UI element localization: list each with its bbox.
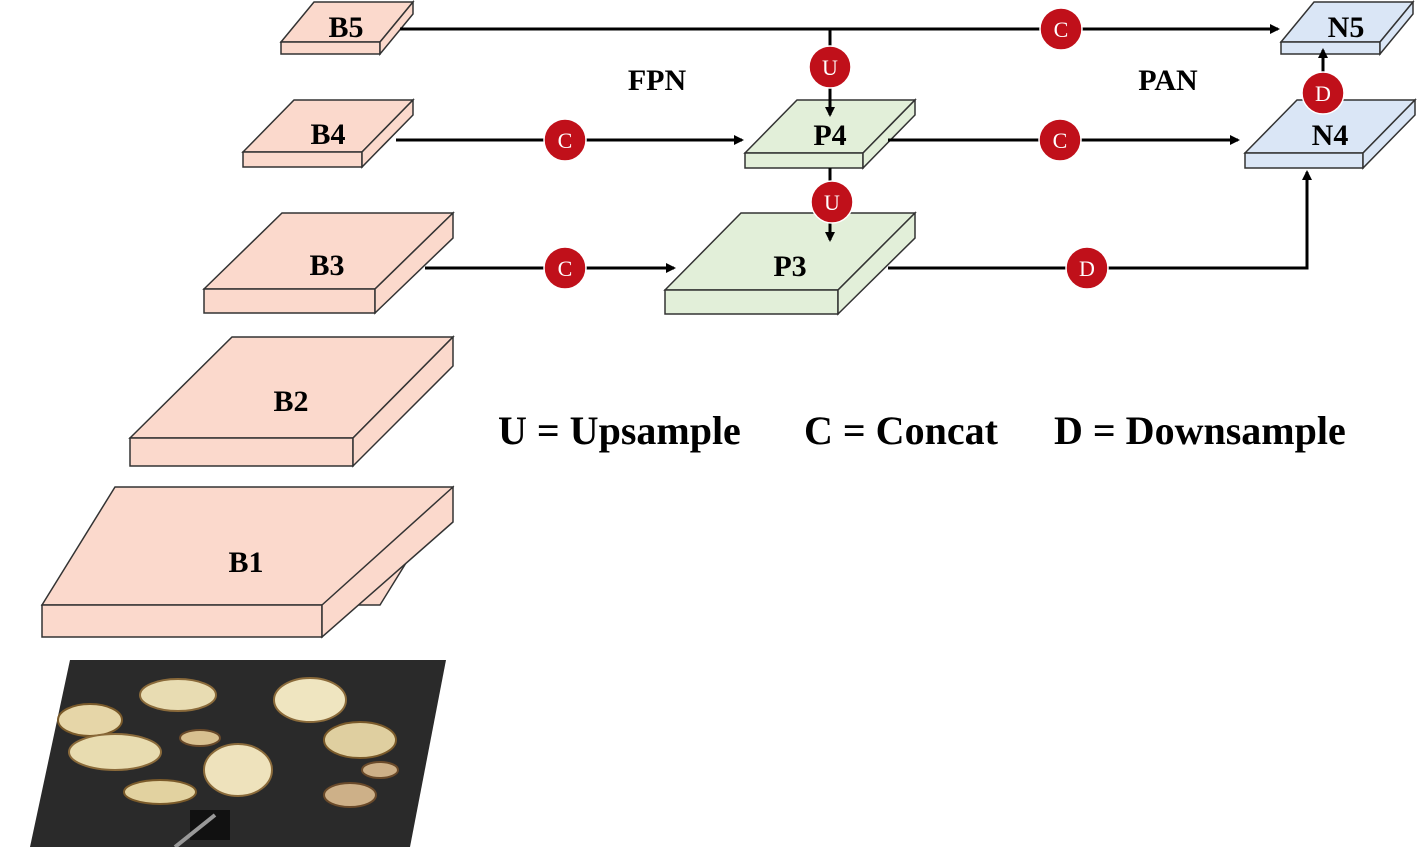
op-concat-b3-p3: C bbox=[543, 246, 587, 290]
box-label-n5: N5 bbox=[1328, 11, 1365, 44]
op-downsample-n4-n5: D bbox=[1301, 71, 1345, 115]
op-upsample-b5-p4: U bbox=[808, 45, 852, 89]
box-label-b5: B5 bbox=[328, 11, 363, 44]
legend-downsample: D = Downsample bbox=[1054, 408, 1346, 453]
box-label-b1: B1 bbox=[228, 546, 263, 579]
op-letter-d: D bbox=[1315, 81, 1331, 106]
op-letter-c: C bbox=[558, 128, 573, 153]
box-label-b2: B2 bbox=[273, 385, 308, 418]
box-label-p4: P4 bbox=[813, 119, 846, 152]
box-label-b4: B4 bbox=[310, 118, 345, 151]
legend: U = Upsample C = Concat D = Downsample bbox=[498, 408, 1346, 453]
op-concat-b5-n5: C bbox=[1039, 7, 1083, 51]
section-label-pan: PAN bbox=[1138, 64, 1198, 97]
legend-upsample: U = Upsample bbox=[498, 408, 741, 453]
fpn-box-p3: P3 bbox=[663, 211, 917, 316]
op-letter-c: C bbox=[1053, 128, 1068, 153]
op-letter-d: D bbox=[1079, 256, 1095, 281]
backbone-box-b1: B1 bbox=[40, 485, 455, 639]
box-label-p3: P3 bbox=[773, 250, 806, 283]
op-letter-c: C bbox=[558, 256, 573, 281]
box-label-b3: B3 bbox=[309, 249, 344, 282]
box-label-n4: N4 bbox=[1312, 119, 1349, 152]
backbone-box-b4: B4 bbox=[241, 98, 415, 169]
backbone-box-b5: B5 bbox=[279, 0, 415, 57]
backbone-box-b2: B2 bbox=[128, 335, 455, 468]
mushroom-slices-icon bbox=[57, 677, 399, 849]
edge-p3-n4-downsample bbox=[888, 170, 1312, 270]
pan-box-n4: N4 bbox=[1243, 98, 1417, 170]
legend-concat: C = Concat bbox=[804, 408, 999, 453]
input-image bbox=[30, 660, 446, 849]
backbone-box-b3: B3 bbox=[202, 211, 455, 315]
section-label-fpn: FPN bbox=[628, 64, 687, 97]
pan-box-n5: N5 bbox=[1279, 0, 1415, 57]
op-concat-p4-n4: C bbox=[1038, 118, 1082, 162]
op-letter-u: U bbox=[824, 190, 840, 215]
op-letter-u: U bbox=[822, 55, 838, 80]
op-concat-b4-p4: C bbox=[543, 118, 587, 162]
op-downsample-p3-n4: D bbox=[1065, 246, 1109, 290]
op-letter-c: C bbox=[1054, 17, 1069, 42]
fpn-box-p4: P4 bbox=[743, 98, 917, 170]
op-upsample-p4-p3: U bbox=[810, 180, 854, 224]
